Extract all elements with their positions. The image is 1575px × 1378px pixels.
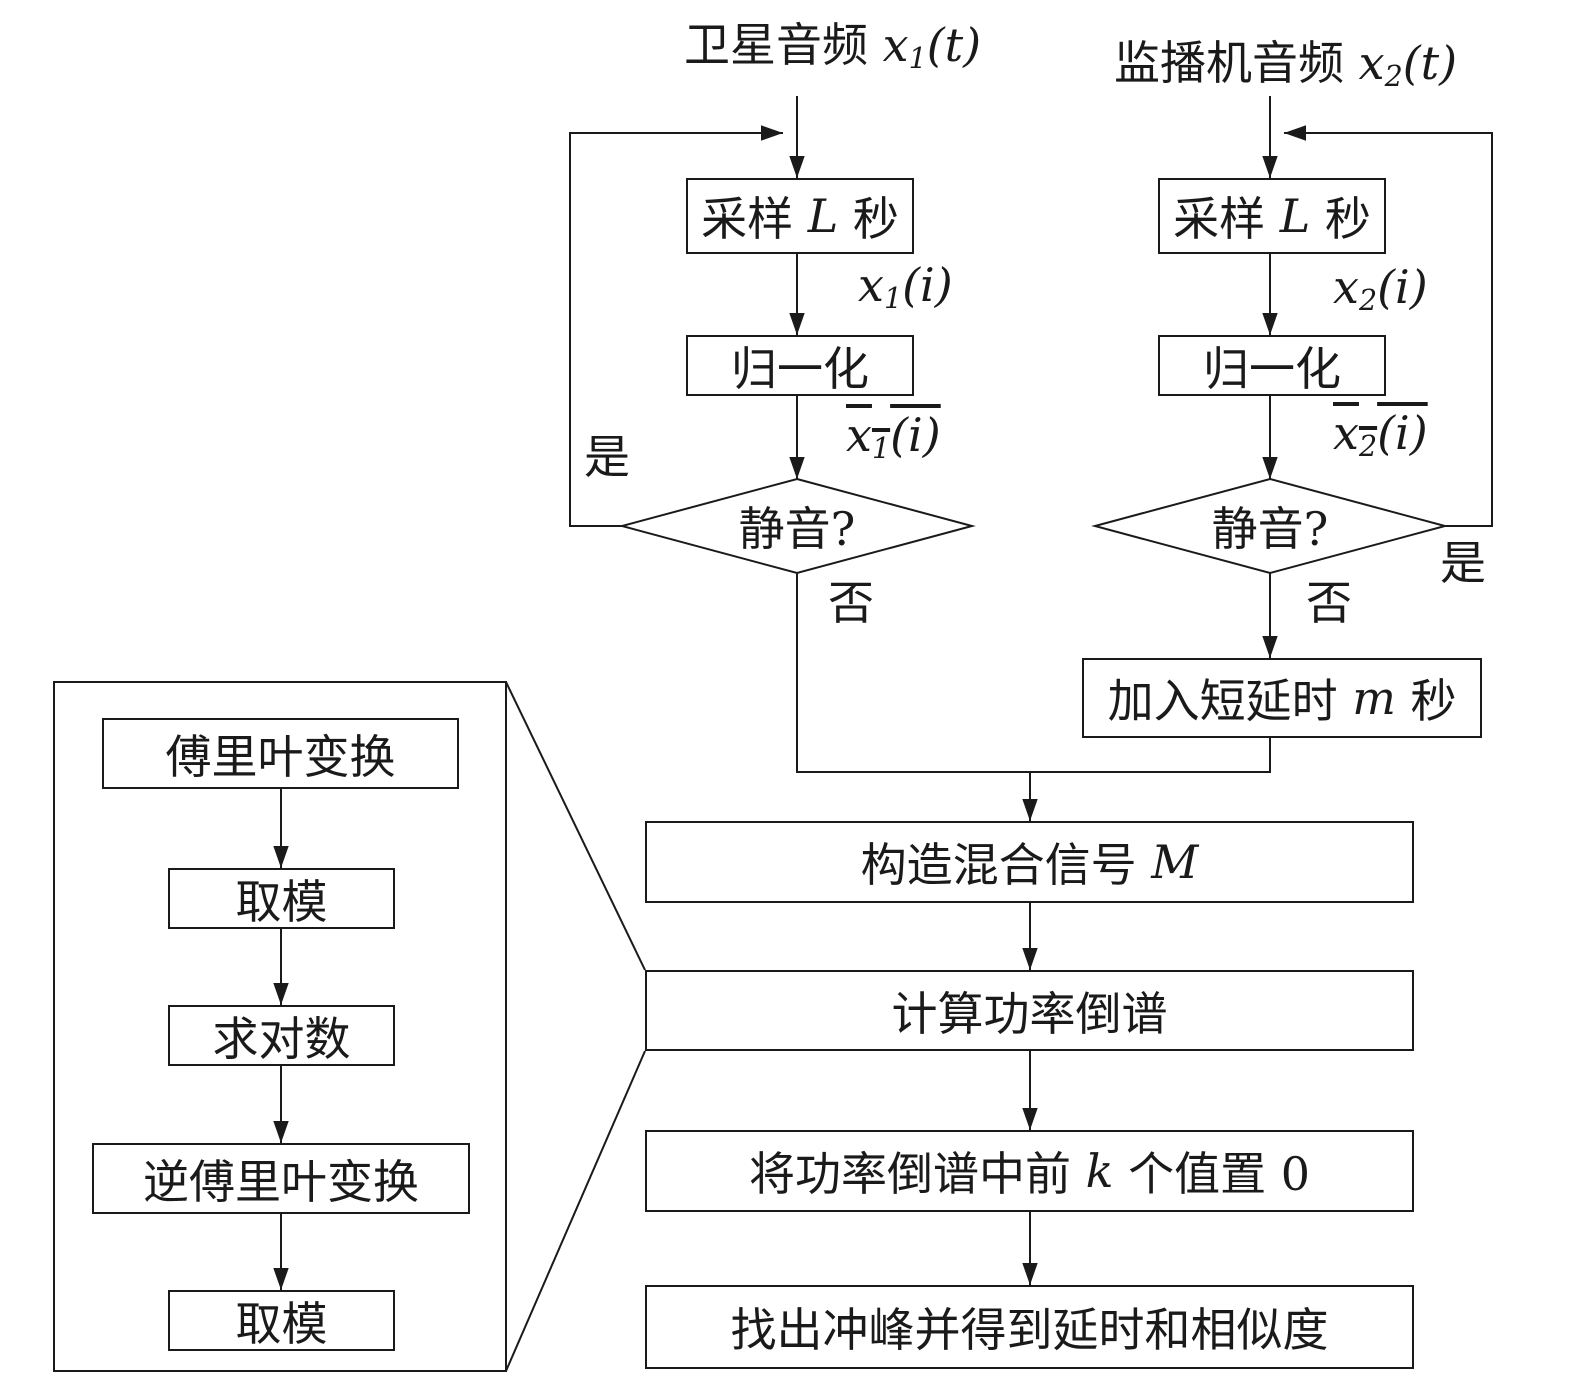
add-delay-box: 加入短延时 m 秒 (1082, 658, 1482, 738)
satellite-signal-symbol: x1(t) (882, 18, 982, 76)
detail-modulus-box-2: 取模 (168, 1290, 395, 1351)
right-no-label: 否 (1306, 576, 1352, 630)
right-silence-question: 静音? (1211, 502, 1329, 556)
add-delay-var: m (1352, 671, 1396, 725)
zero-var: k (1085, 1144, 1114, 1198)
right-normalized-signal-label: x2(i) (1333, 406, 1428, 464)
compute-cepstrum-box: 计算功率倒谱 (645, 970, 1414, 1051)
left-sample-text: 采样 (701, 192, 794, 246)
left-yes-loop-line (569, 125, 783, 527)
find-peak-box: 找出冲峰并得到延时和相似度 (645, 1285, 1414, 1369)
left-sample-unit: 秒 (852, 192, 899, 246)
left-normalize-text: 归一化 (731, 341, 869, 396)
right-delay-line-to-merge (1030, 738, 1271, 773)
construct-mixed-signal-box: 构造混合信号 M (645, 821, 1414, 903)
construct-text: 构造混合信号 (860, 838, 1137, 892)
left-yes-label: 是 (584, 430, 630, 484)
detail-ifft-text: 逆傅里叶变换 (143, 1154, 419, 1209)
right-sample-text: 采样 (1173, 192, 1266, 246)
detail-fft-text: 傅里叶变换 (165, 729, 396, 784)
construct-var: M (1151, 835, 1199, 889)
zoom-line-bottom (505, 1050, 646, 1372)
compute-cepstrum-text: 计算功率倒谱 (891, 986, 1168, 1041)
satellite-audio-text: 卫星音频 (684, 18, 868, 72)
add-delay-unit: 秒 (1410, 674, 1457, 728)
right-yes-loop-line (1284, 125, 1493, 527)
zoom-line-top (505, 681, 646, 971)
satellite-audio-label: 卫星音频 x1(t) (684, 22, 981, 74)
left-no-label: 否 (828, 576, 874, 630)
left-normalized-signal-label: x1(i) (846, 408, 941, 466)
detail-panel-frame (53, 681, 507, 1372)
detail-fft-box: 傅里叶变换 (102, 718, 459, 789)
right-yes-label: 是 (1440, 536, 1486, 590)
add-delay-text: 加入短延时 (1107, 674, 1338, 728)
left-sample-box: 采样 L 秒 (686, 178, 914, 254)
right-sample-var: L (1279, 189, 1311, 243)
left-sampled-signal-label: x1(i) (858, 258, 953, 316)
monitor-audio-label: 监播机音频 x2(t) (1114, 40, 1457, 92)
left-no-line-to-merge (796, 573, 1030, 773)
monitor-signal-symbol: x2(t) (1358, 36, 1458, 94)
right-normalize-text: 归一化 (1203, 341, 1341, 396)
monitor-audio-text: 监播机音频 (1114, 36, 1344, 90)
detail-log-box: 求对数 (168, 1005, 395, 1066)
find-peak-text: 找出冲峰并得到延时和相似度 (730, 1303, 1329, 1357)
detail-ifft-box: 逆傅里叶变换 (92, 1143, 470, 1214)
zero-prefix-text: 将功率倒谱中前 (748, 1147, 1071, 1201)
left-normalize-box: 归一化 (686, 335, 914, 396)
right-sample-unit: 秒 (1324, 192, 1371, 246)
right-normalize-box: 归一化 (1158, 335, 1386, 396)
left-silence-question: 静音? (738, 502, 856, 556)
right-sample-box: 采样 L 秒 (1158, 178, 1386, 254)
detail-modulus-text-1: 取模 (235, 874, 328, 929)
zero-suffix-text: 个值置 0 (1128, 1147, 1310, 1201)
detail-modulus-box-1: 取模 (168, 868, 395, 929)
right-sampled-signal-label: x2(i) (1333, 260, 1428, 318)
zero-first-k-box: 将功率倒谱中前 k 个值置 0 (645, 1130, 1414, 1212)
left-sample-var: L (807, 189, 839, 243)
detail-modulus-text-2: 取模 (235, 1296, 328, 1351)
detail-log-text: 求对数 (212, 1011, 351, 1066)
